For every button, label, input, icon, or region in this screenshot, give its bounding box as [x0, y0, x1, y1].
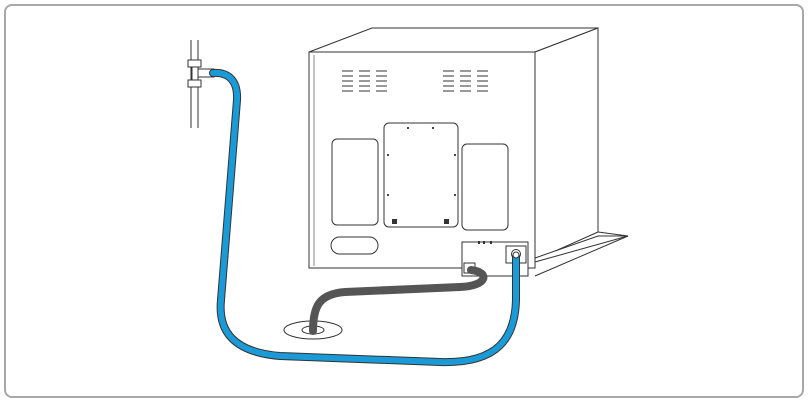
vent-slots-left: [342, 70, 387, 92]
vent-slots-right: [443, 70, 488, 92]
drain-hose: [309, 266, 488, 335]
wall-water-pipe: [187, 40, 202, 128]
connector-pins: [478, 241, 492, 244]
appliance-side: [534, 27, 599, 261]
panel-screws: [386, 126, 457, 224]
water-inlet-hose-fill: [210, 69, 519, 366]
left-side-panel: [331, 138, 379, 226]
right-side-panel: [461, 143, 509, 231]
inlet-hose-end: [512, 251, 520, 259]
back-panels: [330, 122, 509, 255]
handle-slot: [330, 236, 379, 255]
center-access-panel: [383, 122, 459, 228]
